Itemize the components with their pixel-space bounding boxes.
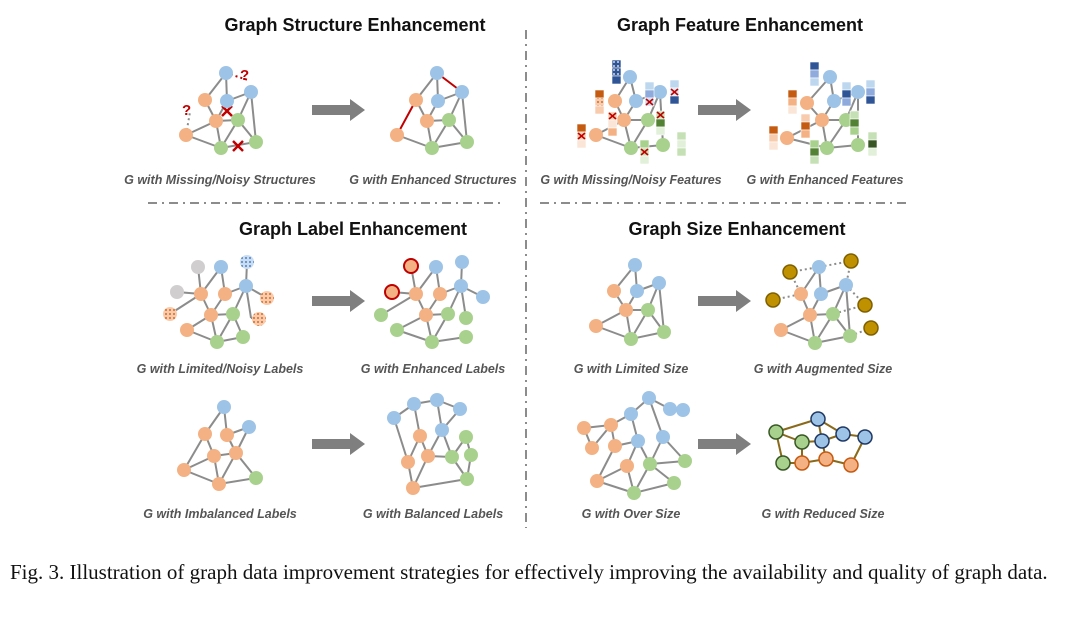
size-row2-right-caption: G with Reduced Size	[762, 507, 885, 521]
structure-left-caption: G with Missing/Noisy Structures	[124, 173, 316, 187]
size-row1-left-caption: G with Limited Size	[574, 362, 689, 376]
label-row2-left-caption: G with Imbalanced Labels	[143, 507, 297, 521]
figure-caption: Fig. 3. Illustration of graph data impro…	[10, 560, 1048, 584]
arrow-icon	[312, 99, 365, 121]
feature-right-caption: G with Enhanced Features	[747, 173, 904, 187]
size-row2-left-caption: G with Over Size	[582, 507, 681, 521]
graph-balanced-labels	[387, 393, 478, 495]
graph-enhanced-features	[768, 61, 878, 165]
arrow-icon	[312, 433, 365, 455]
label-row1-right-caption: G with Enhanced Labels	[361, 362, 506, 376]
structure-right-caption: G with Enhanced Structures	[349, 173, 516, 187]
question-mark-icon: ?	[240, 67, 249, 84]
label-panel-title: Graph Label Enhancement	[239, 219, 467, 239]
figure-diagram: Graph Structure Enhancement Graph Featur…	[124, 15, 910, 528]
label-row2-right-caption: G with Balanced Labels	[363, 507, 503, 521]
graph-imbalanced-labels	[177, 400, 263, 491]
graph-limited-noisy-labels	[163, 255, 274, 349]
graph-enhanced-structures	[390, 66, 474, 155]
cross-mark-icon	[577, 88, 679, 156]
graph-over-size	[577, 391, 692, 500]
arrow-icon	[698, 290, 751, 312]
size-row1-right-caption: G with Augmented Size	[754, 362, 892, 376]
graph-augmented-size	[765, 253, 879, 350]
arrow-icon	[698, 433, 751, 455]
graph-missing-noisy-features	[576, 59, 687, 165]
graph-limited-size	[589, 258, 671, 346]
label-row1-left-caption: G with Limited/Noisy Labels	[137, 362, 304, 376]
feature-panel-title: Graph Feature Enhancement	[617, 15, 863, 35]
graph-enhanced-labels	[374, 255, 490, 349]
feature-vector-icon	[576, 59, 687, 165]
feature-left-caption: G with Missing/Noisy Features	[540, 173, 721, 187]
graph-reduced-size	[768, 411, 873, 473]
arrow-icon	[698, 99, 751, 121]
arrow-icon	[312, 290, 365, 312]
cross-mark-icon	[221, 105, 244, 152]
graph-missing-noisy-structures: ? ?	[179, 66, 263, 155]
size-panel-title: Graph Size Enhancement	[628, 219, 845, 239]
feature-vector-icon	[768, 61, 878, 165]
structure-panel-title: Graph Structure Enhancement	[224, 15, 485, 35]
question-mark-icon: ?	[182, 102, 191, 119]
